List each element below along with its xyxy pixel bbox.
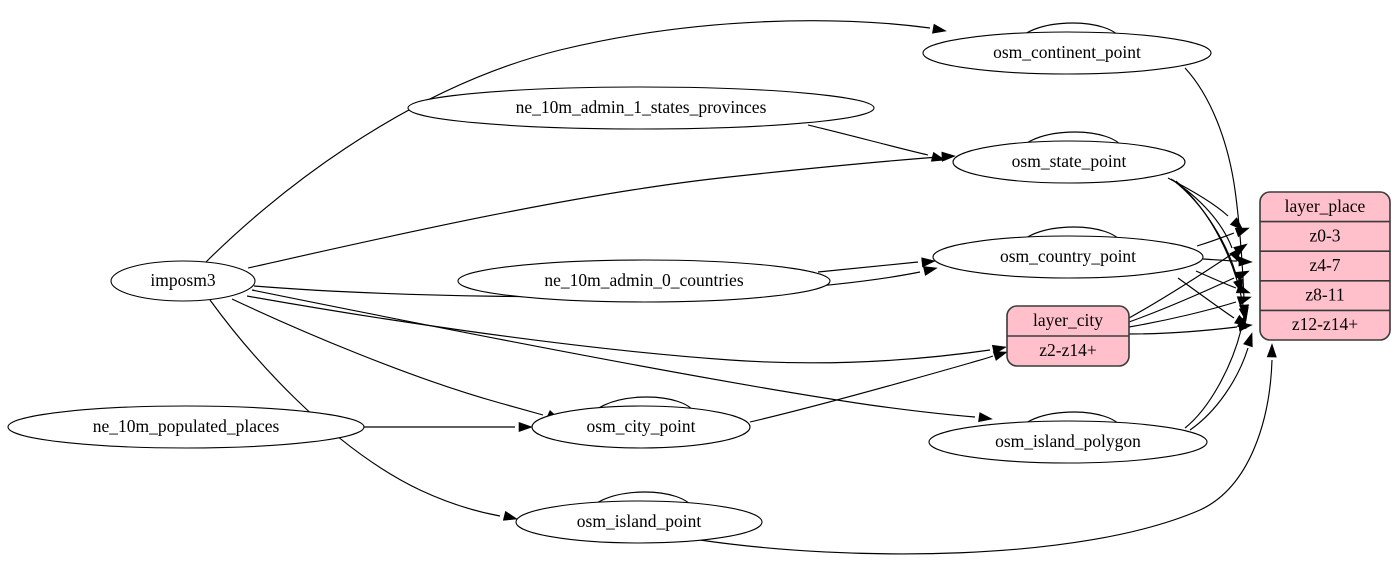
edge-imposm3-to-layer_city — [246, 295, 1007, 364]
layer-box-layer_city[interactable]: layer_city z2-z14+ — [1006, 305, 1130, 367]
node-ne_10m_admin_0_countries[interactable]: ne_10m_admin_0_countries — [457, 259, 831, 303]
edge-layer_city-to-layer_place_r4 — [1128, 321, 1253, 335]
edge-ne_10m_populated_places-to-osm_city_point — [364, 421, 533, 433]
node-label: osm_city_point — [587, 416, 696, 436]
node-shape — [110, 260, 256, 302]
edge-arrowhead — [1235, 283, 1251, 294]
node-osm_island_polygon[interactable]: osm_island_polygon — [928, 420, 1208, 464]
edge-arrowhead — [1229, 217, 1244, 231]
edge-layer_city-to-layer_place_r2 — [1128, 270, 1250, 323]
node-osm_state_point[interactable]: osm_state_point — [952, 140, 1186, 184]
layer-box-title: layer_place — [1285, 196, 1366, 216]
edge-osm_island_polygon-to-layer_place_r4 — [1189, 332, 1253, 431]
node-ne_10m_admin_1_states_provinces[interactable]: ne_10m_admin_1_states_provinces — [407, 86, 875, 130]
node-label: imposm3 — [150, 270, 215, 290]
layer-row-label[interactable]: z12-z14+ — [1292, 314, 1358, 334]
layer-row-label[interactable]: z2-z14+ — [1039, 340, 1097, 360]
edge-layer_city-to-layer_place_r1 — [1128, 243, 1248, 319]
layer-boxes-group: layer_place z0-3 z4-7 z8-11 z12-z14+ layer_ci… — [1006, 191, 1391, 367]
node-shape — [952, 140, 1186, 184]
node-label: ne_10m_admin_0_countries — [544, 270, 743, 290]
edge-arrowhead — [1234, 227, 1250, 238]
edge-arrowhead — [1266, 343, 1277, 358]
node-osm_city_point[interactable]: osm_city_point — [531, 405, 751, 449]
node-shape — [457, 259, 831, 303]
edge-arrowhead — [502, 510, 518, 521]
edge-arrowhead — [518, 421, 533, 433]
node-label: ne_10m_populated_places — [93, 416, 280, 436]
node-shape — [531, 405, 751, 449]
edge-arrowhead — [1243, 332, 1253, 348]
edge-osm_city_point-to-layer_city — [749, 351, 1008, 423]
layer-box-title: layer_city — [1033, 310, 1103, 330]
edge-arrowhead — [930, 151, 946, 162]
node-label: osm_island_polygon — [995, 431, 1141, 451]
edge-imposm3-to-osm_continent_point — [204, 20, 947, 264]
nodes-group: imposm3 ne_10m_populated_places ne_10m_adm… — [7, 31, 1212, 544]
layer-row-label[interactable]: z4-7 — [1309, 255, 1340, 275]
node-osm_continent_point[interactable]: osm_continent_point — [922, 31, 1212, 75]
edge-arrowhead — [1238, 307, 1249, 322]
node-osm_country_point[interactable]: osm_country_point — [932, 235, 1204, 279]
node-shape — [515, 500, 763, 544]
node-label: osm_island_point — [577, 511, 702, 531]
node-shape — [928, 420, 1208, 464]
edge-arrowhead — [921, 257, 936, 268]
edge-layer_city-to-layer_place_r3 — [1128, 296, 1252, 328]
node-shape — [922, 31, 1212, 75]
layer-row-label[interactable]: z0-3 — [1309, 225, 1340, 245]
node-label: osm_country_point — [1000, 246, 1136, 266]
edge-imposm3-to-osm_island_polygon — [251, 289, 993, 423]
node-shape — [932, 235, 1204, 279]
layer-box-layer_place[interactable]: layer_place z0-3 z4-7 z8-11 z12-z14+ — [1259, 191, 1391, 341]
layer-box-shape — [1259, 191, 1391, 341]
edge-arrowhead — [1234, 270, 1250, 282]
node-label: osm_continent_point — [993, 42, 1141, 62]
edge-arrowhead — [1233, 243, 1248, 256]
edge-imposm3-to-osm_island_point — [209, 299, 518, 521]
edge-osm_island_point-to-layer_place_r4 — [699, 343, 1277, 555]
edge-arrowhead — [1236, 314, 1247, 330]
node-label: osm_state_point — [1012, 151, 1127, 171]
edge-imposm3-to-osm_city_point — [231, 298, 561, 421]
edge-arrowhead — [922, 266, 938, 276]
node-label: ne_10m_admin_1_states_provinces — [516, 97, 767, 117]
edge-osm_island_polygon-to-layer_place_r3 — [1184, 314, 1247, 429]
node-osm_island_point[interactable]: osm_island_point — [515, 500, 763, 544]
edge-ne_10m_admin_0_countries-to-osm_country_point — [817, 257, 936, 273]
edge-arrowhead — [932, 23, 947, 34]
edge-arrowhead — [1238, 256, 1253, 267]
node-ne_10m_populated_places[interactable]: ne_10m_populated_places — [7, 405, 365, 449]
node-shape — [7, 405, 365, 449]
edge-osm_country_point-to-layer_place_r3 — [1195, 270, 1251, 294]
edge-arrowhead — [992, 351, 1008, 361]
edge-arrowhead — [978, 412, 993, 423]
node-imposm3[interactable]: imposm3 — [110, 260, 256, 302]
edge-arrowhead — [1236, 296, 1252, 306]
edge-osm_country_point-to-layer_place_r1 — [1196, 227, 1250, 247]
edge-imposm3-to-osm_state_point — [247, 151, 956, 269]
edge-ne_10m_admin_1_states_provinces-to-osm_state_point — [807, 124, 946, 162]
layer-row-label[interactable]: z8-11 — [1305, 285, 1344, 305]
edge-osm_country_point-to-layer_place_r2 — [1202, 256, 1253, 267]
node-shape — [407, 86, 875, 130]
edge-arrowhead — [941, 151, 956, 162]
